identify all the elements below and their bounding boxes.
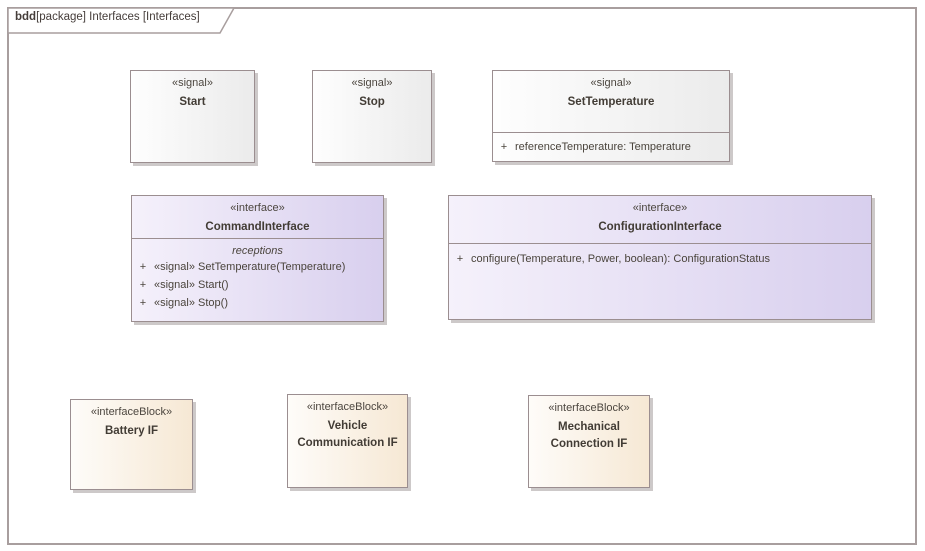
node-header: «signal» Start	[131, 71, 254, 111]
frame-tab-shape	[7, 7, 236, 34]
node-header: «interfaceBlock» Vehicle Communication I…	[288, 395, 407, 452]
visibility-marker: +	[500, 141, 508, 153]
node-name: Mechanical Connection IF	[550, 421, 628, 450]
frame-diagram-kind: bdd	[15, 11, 37, 23]
stereotype-label: «signal»	[351, 77, 393, 89]
node-name: Battery IF	[104, 425, 159, 437]
reception-text: «signal» Start()	[154, 279, 229, 291]
operation-text: configure(Temperature, Power, boolean): …	[471, 253, 771, 265]
stereotype-label: «signal»	[172, 77, 213, 89]
node-header: «signal» Stop	[313, 71, 431, 111]
interface-configurationinterface-node[interactable]: «interface» ConfigurationInterface + con…	[448, 195, 872, 320]
node-name: Start	[179, 96, 206, 108]
interfaceblock-vehicle-communication-if-node[interactable]: «interfaceBlock» Vehicle Communication I…	[287, 394, 408, 488]
reception-row[interactable]: + «signal» SetTemperature(Temperature)	[132, 258, 383, 276]
stereotype-label: «signal»	[590, 77, 632, 89]
signal-stop-node[interactable]: «signal» Stop	[312, 70, 432, 163]
node-name: Vehicle Communication IF	[297, 420, 398, 449]
stereotype-label: «interfaceBlock»	[306, 401, 389, 413]
reception-text: «signal» SetTemperature(Temperature)	[154, 261, 346, 273]
interfaceblock-mechanical-connection-if-node[interactable]: «interfaceBlock» Mechanical Connection I…	[528, 395, 650, 488]
node-name: CommandInterface	[205, 221, 310, 233]
operations-compartment: + configure(Temperature, Power, boolean)…	[449, 243, 871, 319]
visibility-marker: +	[139, 279, 147, 291]
compartment-caption: receptions	[232, 245, 283, 257]
stereotype-label: «interfaceBlock»	[90, 406, 173, 418]
frame-tab	[7, 7, 236, 34]
reception-text: «signal» Stop()	[154, 297, 228, 309]
node-name: Stop	[359, 96, 385, 108]
reception-row[interactable]: + «signal» Start()	[132, 276, 383, 294]
attribute-text: referenceTemperature: Temperature	[515, 141, 691, 153]
node-header: «interfaceBlock» Mechanical Connection I…	[529, 396, 649, 453]
stereotype-label: «interface»	[230, 202, 285, 214]
operation-row[interactable]: + configure(Temperature, Power, boolean)…	[449, 250, 871, 268]
frame-diagram-title: [package] Interfaces [Interfaces]	[36, 11, 200, 23]
visibility-marker: +	[139, 297, 147, 309]
signal-start-node[interactable]: «signal» Start	[130, 70, 255, 163]
attributes-compartment: + referenceTemperature: Temperature	[493, 132, 729, 161]
node-header: «interfaceBlock» Battery IF	[71, 400, 192, 440]
node-name: ConfigurationInterface	[598, 221, 722, 233]
frame-tab-label: bdd[package] Interfaces [Interfaces]	[15, 11, 200, 23]
interfaceblock-battery-if-node[interactable]: «interfaceBlock» Battery IF	[70, 399, 193, 490]
receptions-compartment: receptions + «signal» SetTemperature(Tem…	[132, 238, 383, 321]
interface-commandinterface-node[interactable]: «interface» CommandInterface receptions …	[131, 195, 384, 322]
stereotype-label: «interface»	[632, 202, 688, 214]
node-name: SetTemperature	[567, 96, 655, 108]
stereotype-label: «interfaceBlock»	[548, 402, 630, 414]
node-header: «interface» CommandInterface	[132, 196, 383, 238]
visibility-marker: +	[139, 261, 147, 273]
node-header: «interface» ConfigurationInterface	[449, 196, 871, 243]
attribute-row[interactable]: + referenceTemperature: Temperature	[493, 138, 729, 156]
node-header: «signal» SetTemperature	[493, 71, 729, 132]
visibility-marker: +	[456, 253, 464, 265]
reception-row[interactable]: + «signal» Stop()	[132, 294, 383, 312]
signal-settemperature-node[interactable]: «signal» SetTemperature + referenceTempe…	[492, 70, 730, 162]
